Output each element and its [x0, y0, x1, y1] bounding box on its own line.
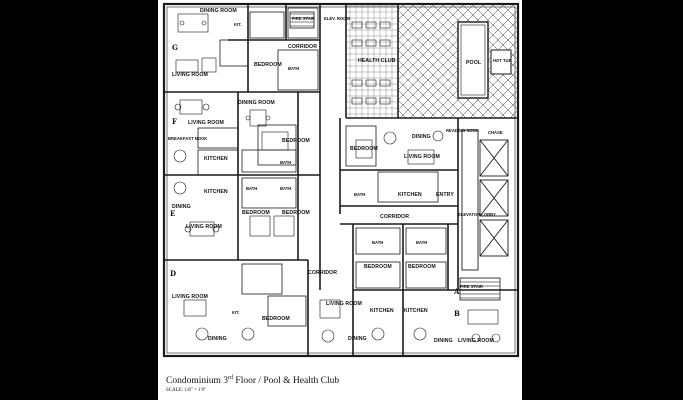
label-entry-h: ENTRY: [436, 192, 454, 198]
label-kit-d: KIT.: [232, 310, 239, 315]
label-unit-g: G: [172, 43, 178, 52]
label-bedroom-d: BEDROOM: [262, 316, 290, 322]
fire-stair-top-steps: [289, 11, 315, 29]
label-kitchen-b2: KITCHEN: [404, 308, 428, 314]
label-dining-c: DINING: [348, 336, 367, 342]
label-bedroom-f: BEDROOM: [282, 138, 310, 144]
label-dining-room-f: DINING ROOM: [238, 100, 275, 106]
label-dining-d: DINING: [208, 336, 227, 342]
label-unit-f: F: [172, 117, 177, 126]
floor-plan-drawing: DINING ROOM KIT. ELEV. ROOM FIRE STAIR C…: [162, 2, 520, 358]
label-living-room-g: LIVING ROOM: [172, 72, 208, 78]
plan-title-suffix: Floor / Pool & Health Club: [233, 376, 340, 387]
label-unit-a: A: [453, 287, 460, 296]
label-elevator-lobby: ELEVATOR LOBBY: [458, 212, 496, 217]
label-living-room-b: LIVING ROOM: [458, 338, 494, 344]
label-living-room-c: LIVING ROOM: [326, 301, 362, 307]
room-labels: DINING ROOM KIT. ELEV. ROOM FIRE STAIR C…: [168, 8, 512, 344]
furniture: [173, 13, 501, 343]
pool: [457, 21, 489, 99]
label-bedroom-e1: BEDROOM: [242, 210, 270, 216]
label-living-room-d: LIVING ROOM: [172, 294, 208, 300]
outer-walls: [162, 2, 520, 358]
label-dining-h: DINING: [412, 134, 431, 140]
label-bedroom-e2: BEDROOM: [282, 210, 310, 216]
label-corridor-bottom: CORRIDOR: [308, 270, 337, 276]
label-bedroom-c1: BEDROOM: [364, 264, 392, 270]
label-living-room-h: LIVING ROOM: [404, 154, 440, 160]
label-living-room-e: LIVING ROOM: [186, 224, 222, 230]
label-corridor-top: CORRIDOR: [288, 44, 317, 50]
plan-title-sup: rd: [228, 375, 234, 381]
label-bath-e: BATH: [246, 186, 257, 191]
label-living-room-f: LIVING ROOM: [188, 120, 224, 126]
label-bedroom-h: BEDROOM: [350, 146, 378, 152]
label-corridor-main: CORRIDOR: [380, 214, 409, 220]
label-fire-stair-bottom: FIRE STAIR: [460, 284, 483, 289]
fire-stair-bottom-steps: [459, 277, 501, 301]
label-dining-room-top: DINING ROOM: [200, 8, 237, 14]
label-bath-g: BATH: [288, 66, 299, 71]
label-fire-stair-top: FIRE STAIR: [292, 16, 315, 21]
label-kitchen-e: KITCHEN: [204, 189, 228, 195]
label-kitchen-f: KITCHEN: [204, 156, 228, 162]
label-reading-nook: READING NOOK: [446, 128, 479, 133]
floor-plan-sheet: DINING ROOM KIT. ELEV. ROOM FIRE STAIR C…: [158, 0, 522, 400]
label-pool: POOL: [466, 60, 482, 66]
label-chase: CHASE: [488, 130, 503, 135]
label-kitchen-b1: KITCHEN: [370, 308, 394, 314]
label-bath-c1: BATH: [372, 240, 383, 245]
elevator-shafts: [461, 129, 509, 271]
label-hot-tub: HOT TUB: [493, 58, 512, 63]
plan-scale: SCALE: 1/8" = 1'0": [166, 388, 207, 393]
label-unit-b: B: [454, 309, 460, 318]
label-kit-top: KIT.: [234, 22, 241, 27]
label-dining-e: DINING: [172, 204, 191, 210]
partition-walls: [197, 7, 447, 327]
label-bath-c2: BATH: [416, 240, 427, 245]
label-breakfast-nook: BREAKFAST NOOK: [168, 136, 207, 141]
label-kitchen-h: KITCHEN: [398, 192, 422, 198]
label-unit-d: D: [170, 269, 176, 278]
label-bath-h: BATH: [354, 192, 365, 197]
label-elev-room: ELEV. ROOM: [324, 16, 350, 21]
label-bath-f1: BATH: [280, 160, 291, 165]
label-bath-f2: BATH: [280, 186, 291, 191]
health-club-floor: [346, 4, 398, 118]
label-dining-b: DINING: [434, 338, 453, 344]
label-bedroom-g: BEDROOM: [254, 62, 282, 68]
plan-title-prefix: Condominium 3: [166, 376, 229, 387]
hot-tub: [490, 49, 512, 75]
plan-title: Condominium 3rd Floor / Pool & Health Cl…: [166, 375, 339, 386]
label-unit-e: E: [170, 209, 175, 218]
label-health-club: HEALTH CLUB: [358, 58, 396, 64]
label-bedroom-c2: BEDROOM: [408, 264, 436, 270]
